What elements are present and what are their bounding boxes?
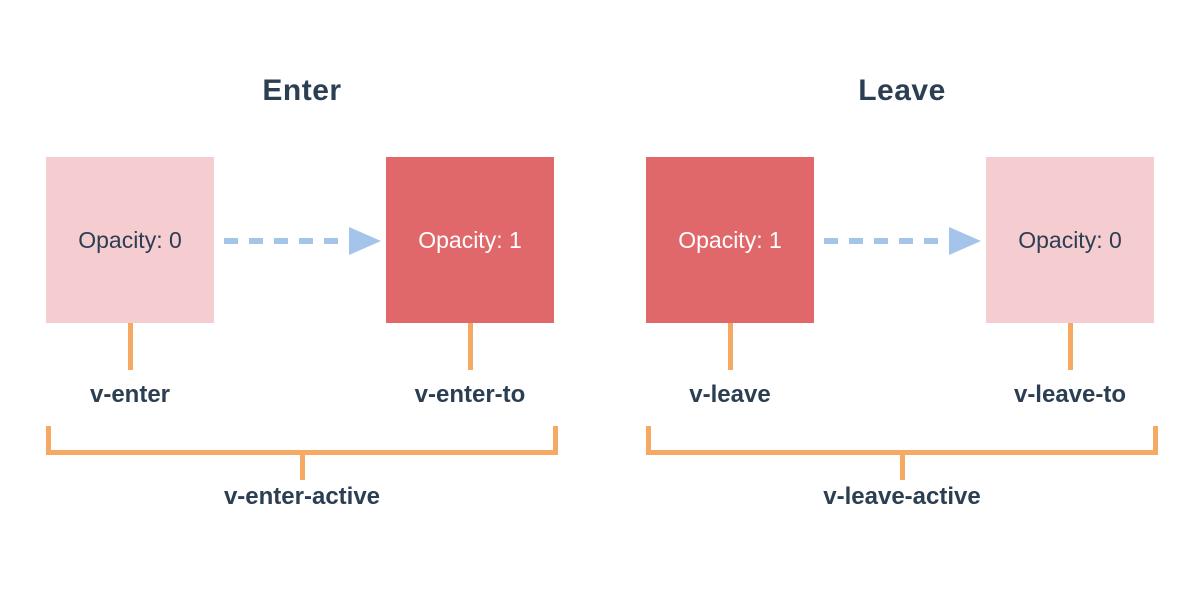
leave-from-class-label: v-leave (689, 381, 771, 408)
leave-active-class-label: v-leave-active (823, 483, 981, 510)
leave-transition-arrow-icon (824, 227, 981, 255)
enter-active-bracket-left-end (46, 426, 51, 455)
enter-from-connector-line (128, 323, 133, 370)
enter-from-class-label: v-enter (89, 381, 171, 408)
leave-to-connector-line (1068, 323, 1073, 370)
leave-end-opacity-box: Opacity: 0 (986, 157, 1154, 323)
enter-end-opacity-box: Opacity: 1 (386, 157, 554, 323)
enter-to-class-label: v-enter-to (414, 381, 526, 408)
enter-section: Enter Opacity: 0 Opacity: 1 v-enter v-en… (46, 74, 558, 510)
enter-section-title: Enter (262, 74, 342, 107)
leave-active-bracket-left-end (646, 426, 651, 455)
leave-active-bracket-tick (900, 450, 905, 480)
leave-end-opacity-label: Opacity: 0 (1018, 226, 1122, 253)
enter-start-opacity-box: Opacity: 0 (46, 157, 214, 323)
leave-to-class-label: v-leave-to (1013, 381, 1127, 408)
leave-start-opacity-label: Opacity: 1 (678, 226, 782, 253)
leave-from-connector-line (728, 323, 733, 370)
leave-start-opacity-box: Opacity: 1 (646, 157, 814, 323)
enter-active-bracket-right-end (553, 426, 558, 455)
leave-active-bracket-right-end (1153, 426, 1158, 455)
enter-start-opacity-label: Opacity: 0 (78, 226, 182, 253)
leave-section: Leave Opacity: 1 Opacity: 0 v-leave v-le… (600, 0, 1200, 600)
leave-section-title: Leave (858, 74, 946, 107)
enter-to-connector-line (468, 323, 473, 370)
enter-end-opacity-label: Opacity: 1 (418, 226, 522, 253)
enter-transition-arrow-icon (224, 227, 381, 255)
enter-active-class-label: v-enter-active (223, 483, 381, 510)
enter-active-bracket-tick (300, 450, 305, 480)
